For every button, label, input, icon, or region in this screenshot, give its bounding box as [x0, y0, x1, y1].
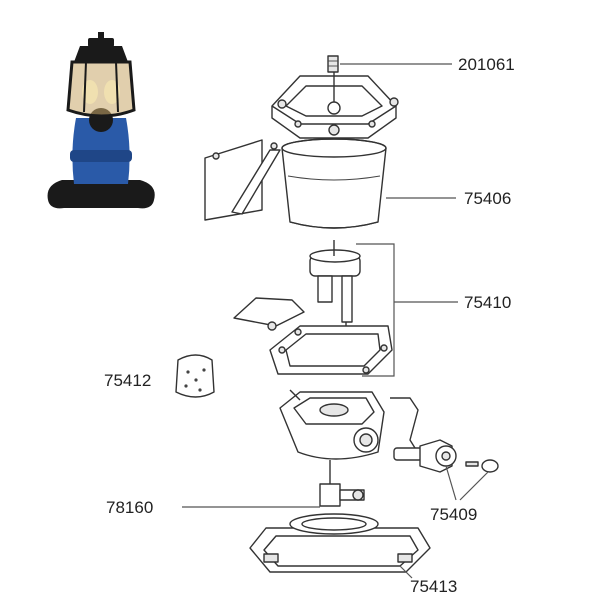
globe-part: [281, 138, 387, 229]
label-78160: 78160: [106, 498, 153, 517]
leader-lines: [182, 63, 489, 579]
lantern-icon: [47, 32, 155, 209]
label-75413: 75413: [410, 577, 457, 596]
label-75406: 75406: [464, 189, 511, 208]
label-75412: 75412: [104, 371, 151, 390]
mantle-part: [175, 354, 215, 398]
label-201061: 201061: [458, 55, 515, 74]
base-stand-part: [249, 513, 431, 573]
top-nut-part: [327, 55, 339, 73]
hood-part: [271, 72, 399, 139]
burner-assembly-part: [269, 240, 395, 377]
valve-fitting-part: [319, 460, 365, 507]
burner-cup-part: [279, 389, 385, 460]
regulator-valve-part: [393, 439, 499, 473]
igniter-wire-part: [390, 397, 421, 457]
reflector-panel-part: [204, 139, 281, 221]
label-75410: 75410: [464, 293, 511, 312]
heat-shield-part: [233, 297, 305, 331]
label-75409: 75409: [430, 505, 477, 524]
